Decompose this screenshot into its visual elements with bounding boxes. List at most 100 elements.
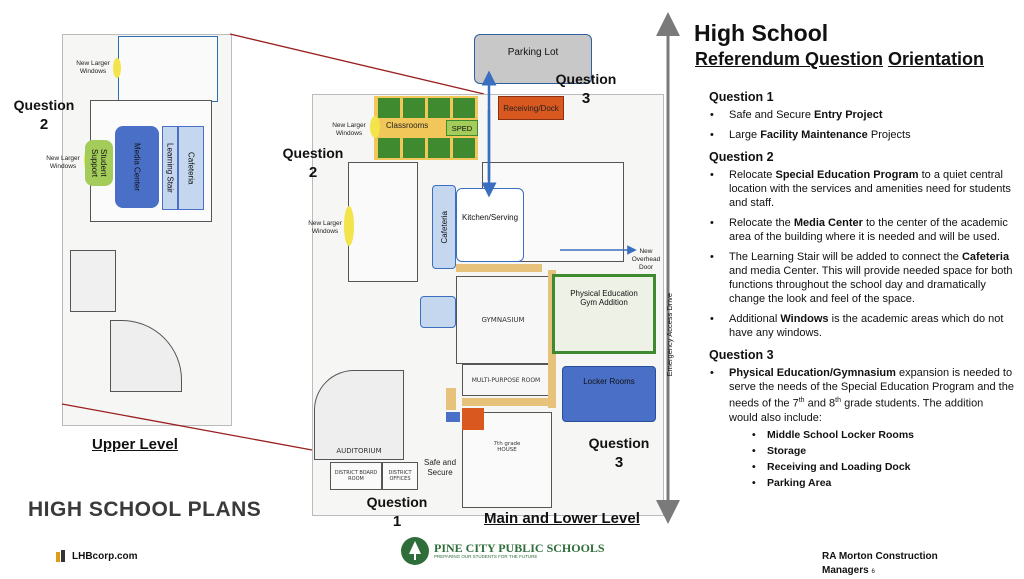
subtitle-part-a: Referendum Question xyxy=(695,49,884,69)
lhb-footer: LHBcorp.com xyxy=(56,550,138,562)
q3-sub-4: Parking Area xyxy=(752,476,1014,490)
corridor-horizontal xyxy=(456,264,542,272)
q3-lead-bold: Physical Education/Gymnasium xyxy=(729,367,896,379)
main-window-marker-top xyxy=(370,116,380,138)
learning-stair-label: Learning Stair xyxy=(165,143,175,193)
safe-secure-label: Safe and Secure xyxy=(423,458,457,477)
upper-room-block xyxy=(118,36,218,102)
main-question-a: Question 2 xyxy=(280,144,346,183)
classroom-cell-1 xyxy=(378,98,400,118)
upper-window-marker-top xyxy=(113,58,121,78)
entry-orange-marker xyxy=(462,408,484,430)
receiving-dock: Receiving/Dock xyxy=(498,96,564,120)
zoom-line-bottom xyxy=(61,403,313,451)
upper-question-label: Question 2 xyxy=(10,96,78,135)
main-question-a-text: Question xyxy=(282,145,344,161)
q3-seventh: 7 xyxy=(792,397,799,410)
locker-rooms: Locker Rooms xyxy=(562,366,656,422)
lhb-text: LHBcorp.com xyxy=(72,550,138,562)
cafeteria-upper-label: Cafeteria xyxy=(186,151,196,185)
lhb-logo-icon xyxy=(56,550,65,562)
q2-item-1-pre: Relocate xyxy=(729,169,776,181)
emergency-drive-label: Emergency Access Drive xyxy=(660,290,678,380)
q3-sub-1: Middle School Locker Rooms xyxy=(752,428,1014,442)
q3-th-sup-1: th xyxy=(798,397,805,404)
school-name: PINE CITY PUBLIC SCHOOLS xyxy=(434,541,605,556)
q2-item-1: Relocate Special Education Program to a … xyxy=(710,168,1014,210)
receiving-dock-label: Receiving/Dock xyxy=(503,103,559,113)
cafeteria-upper-room: Cafeteria xyxy=(178,126,204,210)
q3-heading: Question 3 xyxy=(709,348,774,362)
q2-item-2-bold: Media Center xyxy=(793,217,863,229)
plans-title: HIGH SCHOOL PLANS xyxy=(28,498,262,521)
small-blue-room xyxy=(420,296,456,328)
ra-morton-text: RA Morton Construction Managers xyxy=(822,551,938,576)
district-offices-label: DISTRICT OFFICES xyxy=(388,470,412,482)
q1-item-2-pre: Large xyxy=(729,129,761,141)
q1-heading: Question 1 xyxy=(709,90,774,104)
overhead-door-label: New Overhead Door xyxy=(631,248,661,271)
q1-item-1-bold: Entry Project xyxy=(814,109,883,121)
q3-th-sup-2: th xyxy=(835,397,842,404)
q3-item-1: Physical Education/Gymnasium expansion i… xyxy=(710,366,1014,425)
classroom-cell-8 xyxy=(453,138,475,158)
slide-title: High School xyxy=(694,20,829,46)
main-question-c-text: Question xyxy=(588,435,650,451)
grade-house-label: 7th grade HOUSE xyxy=(493,441,521,453)
q2-item-1-post: to a quiet central location with the ser… xyxy=(729,169,1011,209)
q3-and-eighth: and 8 xyxy=(804,397,836,410)
q3-sub-3: Receiving and Loading Dock xyxy=(752,460,1014,474)
q1-list: Safe and Secure Entry Project Large Faci… xyxy=(696,108,1014,142)
q1-item-2-bold: Facility Maintenance xyxy=(760,129,868,141)
school-crest-icon xyxy=(401,537,429,565)
parking-lot-label: Parking Lot xyxy=(507,47,559,58)
classrooms-label: Classrooms xyxy=(386,121,429,130)
q1-item-2-post: Projects xyxy=(867,129,911,141)
corridor-lower xyxy=(462,398,554,406)
board-room: DISTRICT BOARD ROOM xyxy=(330,462,382,490)
student-support-label: Student Support xyxy=(90,148,108,178)
q2-item-2-post: to the center of the academic area of th… xyxy=(729,217,1008,243)
pe-gym-addition-label: Physical Education Gym Addition xyxy=(570,289,638,307)
corridor-entry xyxy=(446,388,456,410)
classroom-cell-5 xyxy=(378,138,400,158)
main-question-b-num: 3 xyxy=(581,89,591,107)
q3-lead-text-1: expansion is needed to serve the needs o… xyxy=(729,367,1014,410)
main-question-d-text: Question xyxy=(366,494,428,510)
multi-purpose-label: MULTI-PURPOSE ROOM xyxy=(471,376,541,384)
board-room-label: DISTRICT BOARD ROOM xyxy=(334,470,378,482)
media-center-label: Media Center xyxy=(132,142,142,192)
kitchen-serving-label: Kitchen/Serving xyxy=(461,213,519,222)
upper-stair-hatch xyxy=(70,250,116,312)
questions-panel: Question 1 Safe and Secure Entry Project… xyxy=(696,82,1014,492)
main-question-d-num: 1 xyxy=(392,512,402,530)
q1-item-1: Safe and Secure Entry Project xyxy=(710,108,1014,122)
q2-item-4: Additional Windows is the academic areas… xyxy=(710,312,1014,340)
q1-item-1-pre: Safe and Secure xyxy=(729,109,815,121)
main-level-caption: Main and Lower Level xyxy=(484,510,640,527)
sped-label: SPED xyxy=(451,123,473,133)
q2-item-2: Relocate the Media Center to the center … xyxy=(710,216,1014,244)
main-room-grid-left xyxy=(348,162,418,282)
classroom-cell-3 xyxy=(428,98,450,118)
q1-item-2: Large Facility Maintenance Projects xyxy=(710,128,1014,142)
classroom-cell-2 xyxy=(403,98,425,118)
q2-item-3-pre: The Learning Stair will be added to conn… xyxy=(729,251,962,263)
q2-item-3: The Learning Stair will be added to conn… xyxy=(710,250,1014,306)
page-number: 6 xyxy=(871,569,875,575)
classroom-cell-4 xyxy=(453,98,475,118)
q2-item-4-post: is the academic areas which do not have … xyxy=(729,313,1004,339)
upper-windows-side-label: New Larger Windows xyxy=(46,155,80,170)
gymnasium-room: GYMNASIUM xyxy=(456,276,550,364)
school-tagline: PREPARING OUR STUDENTS FOR THE FUTURE xyxy=(434,554,538,560)
entry-blue-marker xyxy=(446,412,460,422)
q3-sub-2: Storage xyxy=(752,444,1014,458)
q2-item-4-bold: Windows xyxy=(780,313,829,325)
learning-stair-room: Learning Stair xyxy=(162,126,178,210)
student-support-room: Student Support xyxy=(85,140,113,186)
main-question-c: Question 3 xyxy=(586,434,652,473)
auditorium-room: AUDITORIUM xyxy=(314,370,404,460)
upper-windows-top-label: New Larger Windows xyxy=(76,60,110,75)
